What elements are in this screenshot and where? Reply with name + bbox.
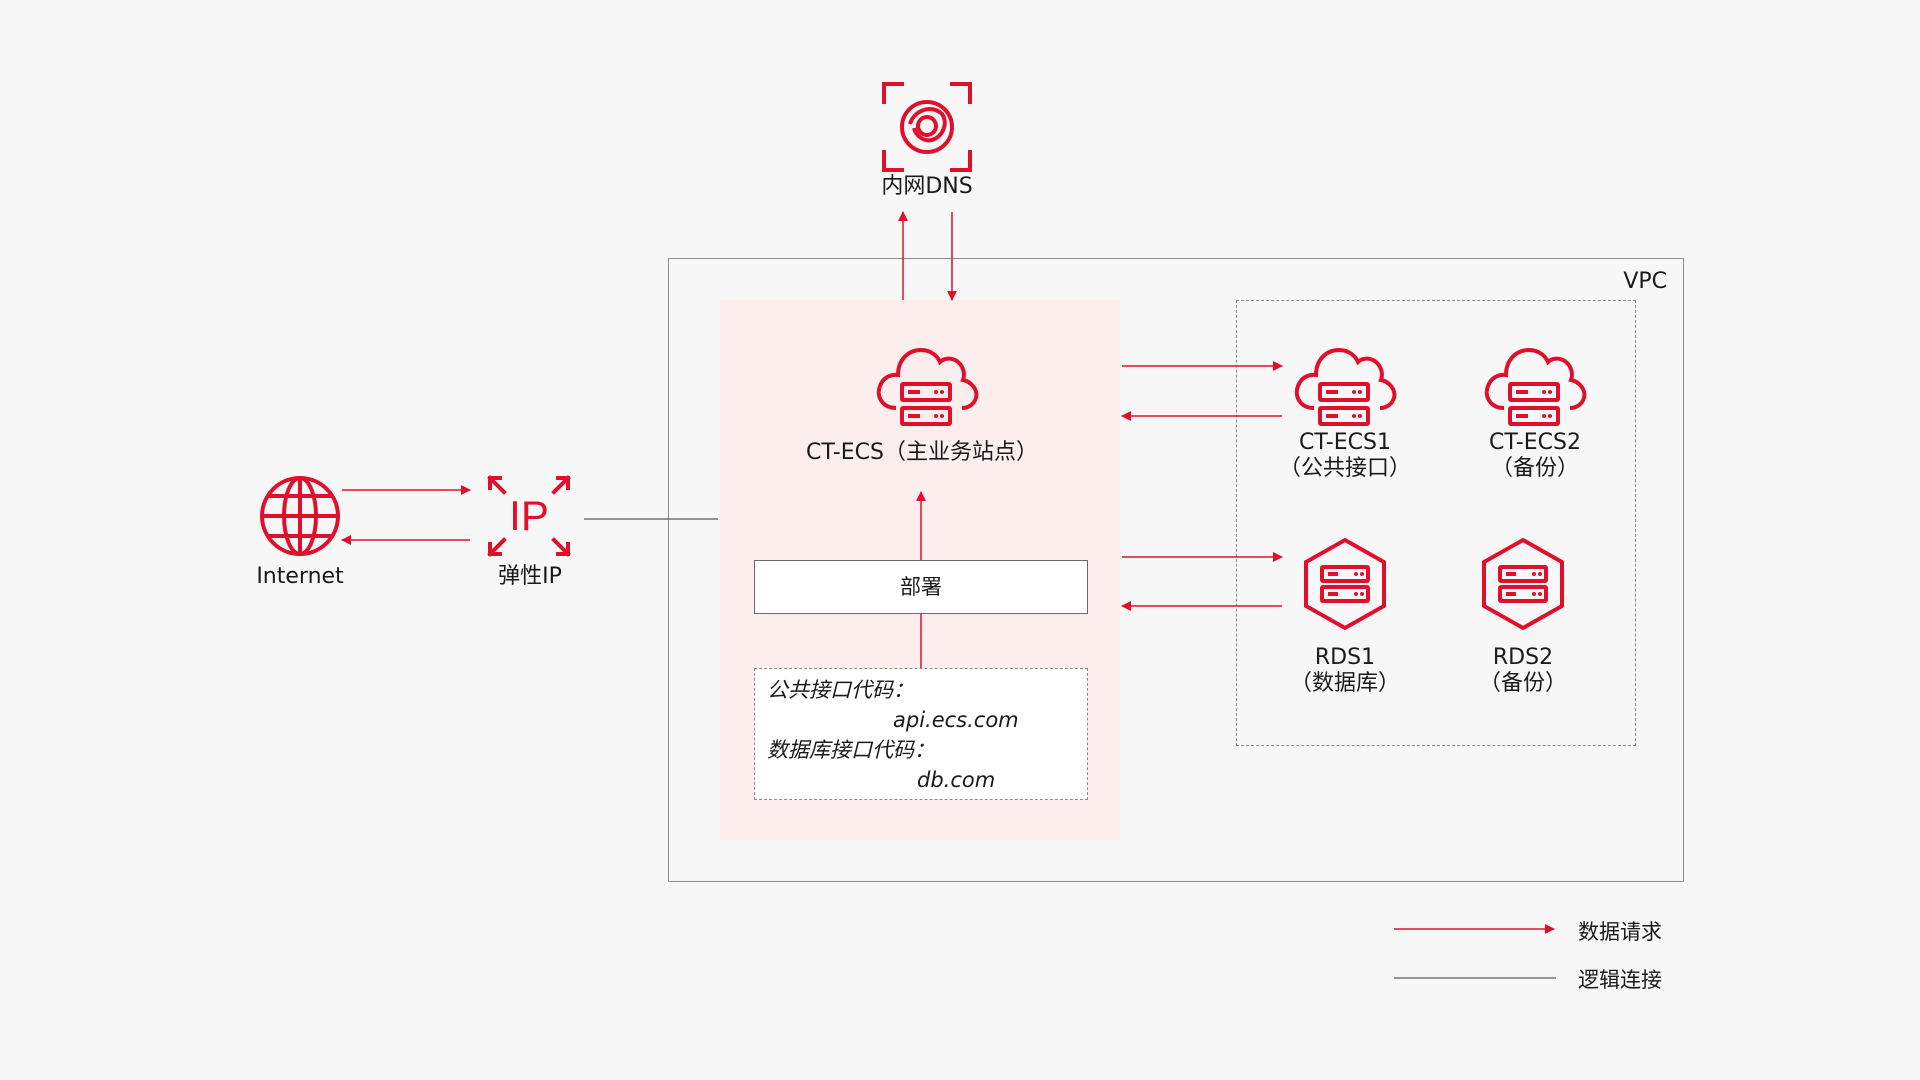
internet-label: Internet	[256, 564, 344, 589]
legend-logical-link-label: 逻辑连接	[1578, 968, 1662, 992]
ecs1-role: （公共接口）	[1278, 456, 1411, 481]
cloud-server-icon	[1484, 347, 1587, 426]
main-ecs-label: CT-ECS（主业务站点）	[806, 440, 1038, 465]
ecs2-role: （备份）	[1490, 456, 1579, 481]
rds1-role: （数据库）	[1289, 671, 1400, 696]
rds2-role: （备份）	[1478, 671, 1567, 696]
rds1-name: RDS1	[1314, 645, 1376, 670]
cloud-server-icon	[1294, 347, 1397, 426]
ecs2-name: CT-ECS2	[1489, 430, 1581, 455]
backend-group	[1236, 300, 1636, 746]
deploy-box: 部署	[754, 560, 1088, 614]
database-icon	[1482, 537, 1564, 631]
dns-label: 内网DNS	[881, 174, 973, 199]
vpc-boundary: VPC	[668, 258, 1684, 882]
eip-label: 弹性IP	[498, 564, 562, 589]
cloud-server-icon	[876, 347, 979, 426]
code-box: 公共接口代码： api.ecs.com 数据库接口代码： db.com	[754, 668, 1088, 800]
rds2-name: RDS2	[1492, 645, 1554, 670]
ecs1-name: CT-ECS1	[1299, 430, 1391, 455]
db-api-label: 数据库接口代码：	[767, 738, 935, 762]
public-api-value: api.ecs.com	[893, 708, 1019, 732]
public-api-label: 公共接口代码：	[767, 678, 914, 702]
dns-icon	[882, 82, 972, 172]
globe-icon	[260, 476, 340, 556]
elastic-ip-icon: IP	[487, 475, 571, 557]
legend-data-request-label: 数据请求	[1578, 920, 1662, 944]
database-icon	[1304, 537, 1386, 631]
vpc-label: VPC	[1623, 269, 1667, 294]
db-api-value: db.com	[917, 768, 996, 792]
ip-glyph: IP	[509, 492, 549, 539]
